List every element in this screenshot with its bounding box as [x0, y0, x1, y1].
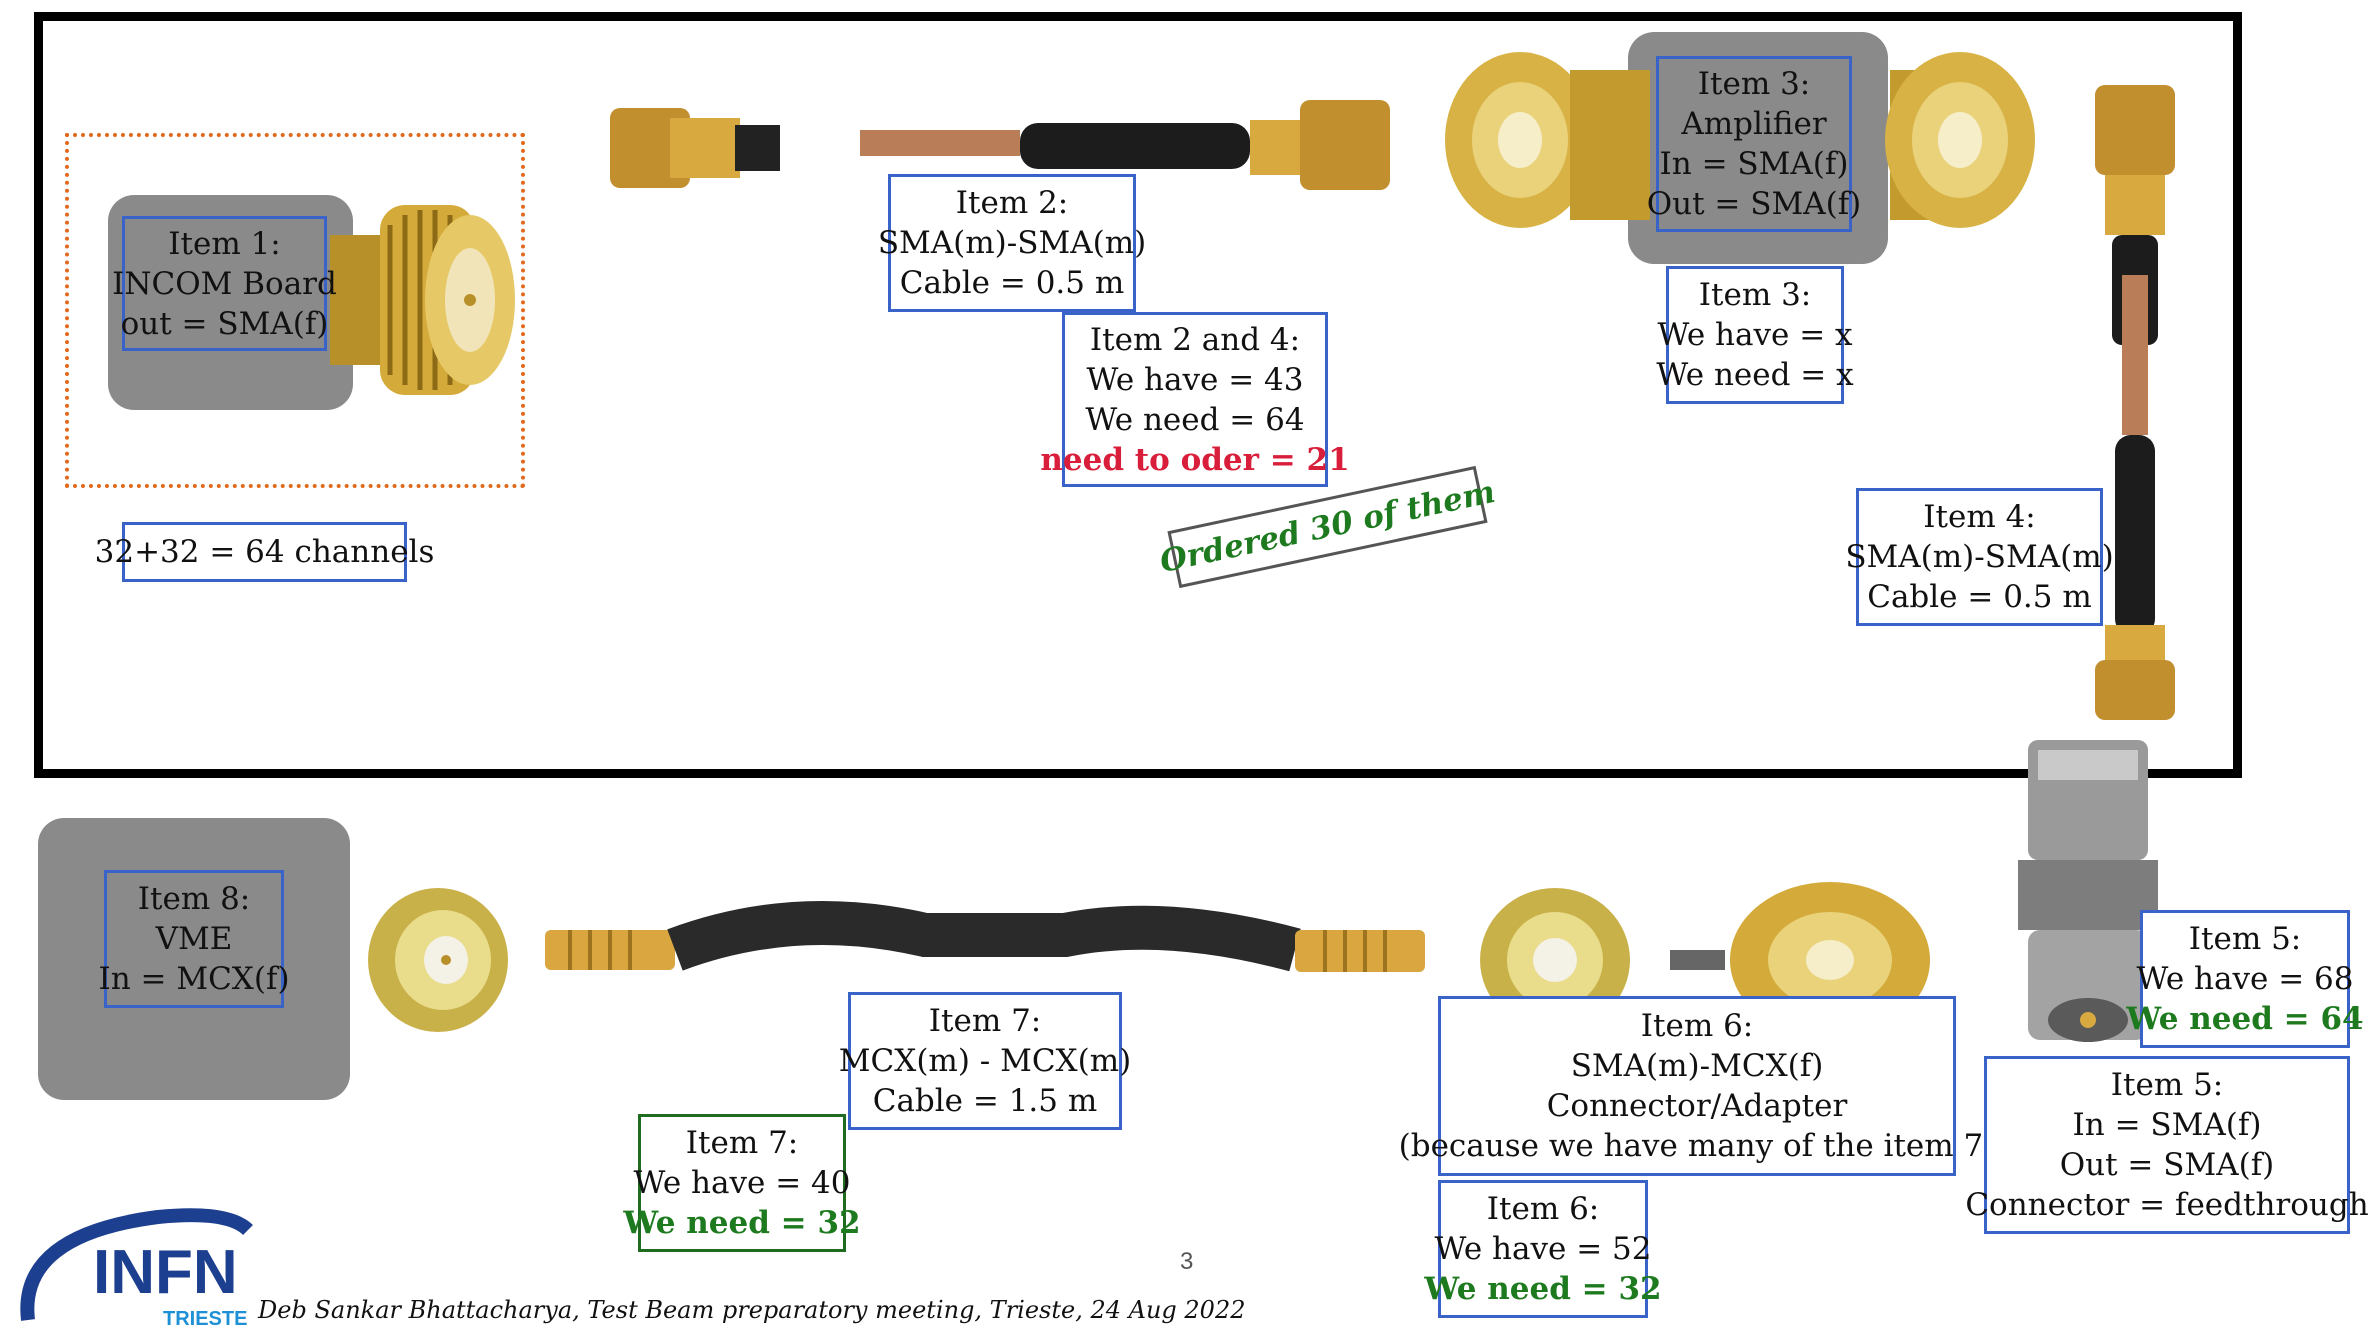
item4-label: Item 4: SMA(m)-SMA(m) Cable = 0.5 m [1845, 488, 2114, 626]
item4-line2: Cable = 0.5 m [1867, 579, 2092, 615]
item6-stock-title: Item 6: [1486, 1191, 1600, 1227]
page-number: 3 [1180, 1248, 1194, 1275]
item8-line2: In = MCX(f) [98, 961, 290, 997]
amplifier-box [1628, 32, 1888, 264]
item3-line2: In = SMA(f) [1659, 146, 1849, 182]
item6-label: Item 6: SMA(m)-MCX(f) Connector/Adapter … [1399, 996, 1995, 1176]
item5-line1: In = SMA(f) [2072, 1107, 2262, 1143]
item1-label: Item 1: INCOM Board out = SMA(f) [112, 216, 337, 351]
item7-stock-label: Item 7: We have = 40 We need = 32 [623, 1114, 861, 1252]
item24-title: Item 2 and 4: [1089, 321, 1301, 358]
item3-stock-have: We have = x [1657, 317, 1853, 353]
amplifier-connectors-icon [1445, 52, 2035, 228]
footer-text: Deb Sankar Bhattacharya, Test Beam prepa… [258, 1296, 1246, 1324]
item24-have: We have = 43 [1086, 361, 1304, 398]
incom-board-box [108, 195, 353, 410]
item3-line1: Amplifier [1681, 106, 1827, 142]
item7-stock-title: Item 7: [685, 1125, 799, 1161]
item5-label: Item 5: In = SMA(f) Out = SMA(f) Connect… [1965, 1056, 2369, 1234]
item6-line3: (because we have many of the item 7) [1398, 1128, 1996, 1164]
item3-stock-need: We need = x [1656, 357, 1854, 393]
item3-stock-title: Item 3: [1698, 277, 1812, 313]
item2-line2: Cable = 0.5 m [899, 265, 1125, 301]
item3-title: Item 3: [1697, 66, 1811, 102]
item6-stock-label: Item 6: We have = 52 We need = 32 [1424, 1180, 1662, 1318]
item4-line1: SMA(m)-SMA(m) [1845, 539, 2114, 575]
item3-label: Item 3: Amplifier In = SMA(f) Out = SMA(… [1647, 56, 1861, 232]
item6-stock-need: We need = 32 [1424, 1271, 1662, 1307]
item6-line1: SMA(m)-MCX(f) [1570, 1048, 1824, 1084]
item5-line3: Connector = feedthrough [1965, 1187, 2369, 1223]
item7-line1: MCX(m) - MCX(m) [838, 1043, 1132, 1079]
item7-stock-need: We need = 32 [623, 1205, 861, 1241]
item1-line1: INCOM Board [112, 265, 337, 302]
item7-title: Item 7: [928, 1003, 1042, 1039]
item2-label: Item 2: SMA(m)-SMA(m) Cable = 0.5 m [878, 174, 1146, 312]
item24-need: We need = 64 [1085, 401, 1305, 438]
item4-title: Item 4: [1923, 499, 2036, 535]
item5-stock-have: We have = 68 [2136, 961, 2354, 997]
feedthrough-connector-icon [2018, 740, 2158, 1042]
item1-title: Item 1: [168, 225, 281, 262]
vme-box [38, 818, 350, 1100]
logo-sub: TRIESTE [163, 1308, 247, 1330]
item2-title: Item 2: [955, 185, 1069, 221]
item6-stock-have: We have = 52 [1434, 1231, 1652, 1267]
vertical-sma-cable-icon [2095, 85, 2175, 720]
item6-title: Item 6: [1640, 1008, 1754, 1044]
item8-title: Item 8: [137, 881, 251, 917]
item2-and-4-stock-label: Item 2 and 4: We have = 43 We need = 64 … [1040, 312, 1350, 487]
top-section-frame [34, 12, 2242, 778]
item5-stock-need: We need = 64 [2126, 1001, 2364, 1037]
item8-line1: VME [155, 921, 233, 957]
item24-order: need to oder = 21 [1040, 441, 1350, 478]
item5-line2: Out = SMA(f) [2059, 1147, 2275, 1183]
item3-stock-label: Item 3: We have = x We need = x [1656, 266, 1854, 404]
infn-logo-icon: INFN TRIESTE [20, 1208, 253, 1330]
item5-stock-title: Item 5: [2188, 921, 2302, 957]
item3-line3: Out = SMA(f) [1646, 186, 1862, 222]
item1-line2: out = SMA(f) [120, 305, 329, 342]
item1-dotted-frame [65, 133, 525, 488]
channels-text: 32+32 = 64 channels [94, 534, 435, 570]
item5-title: Item 5: [2110, 1067, 2224, 1103]
channels-label: 32+32 = 64 channels [95, 522, 434, 582]
sma-male-to-male-cable-icon [610, 100, 1390, 190]
mcx-female-connector-icon [368, 888, 508, 1032]
item2-line1: SMA(m)-SMA(m) [877, 225, 1147, 261]
logo-name: INFN [93, 1238, 238, 1307]
item7-stock-have: We have = 40 [633, 1165, 851, 1201]
item8-label: Item 8: VME In = MCX(f) [98, 870, 290, 1008]
item7-label: Item 7: MCX(m) - MCX(m) Cable = 1.5 m [839, 992, 1131, 1130]
sma-female-connector-icon [330, 205, 515, 395]
item6-line2: Connector/Adapter [1546, 1088, 1848, 1124]
item7-line2: Cable = 1.5 m [872, 1083, 1098, 1119]
mcx-cable-icon [545, 901, 1425, 972]
item5-stock-label: Item 5: We have = 68 We need = 64 [2126, 910, 2364, 1048]
